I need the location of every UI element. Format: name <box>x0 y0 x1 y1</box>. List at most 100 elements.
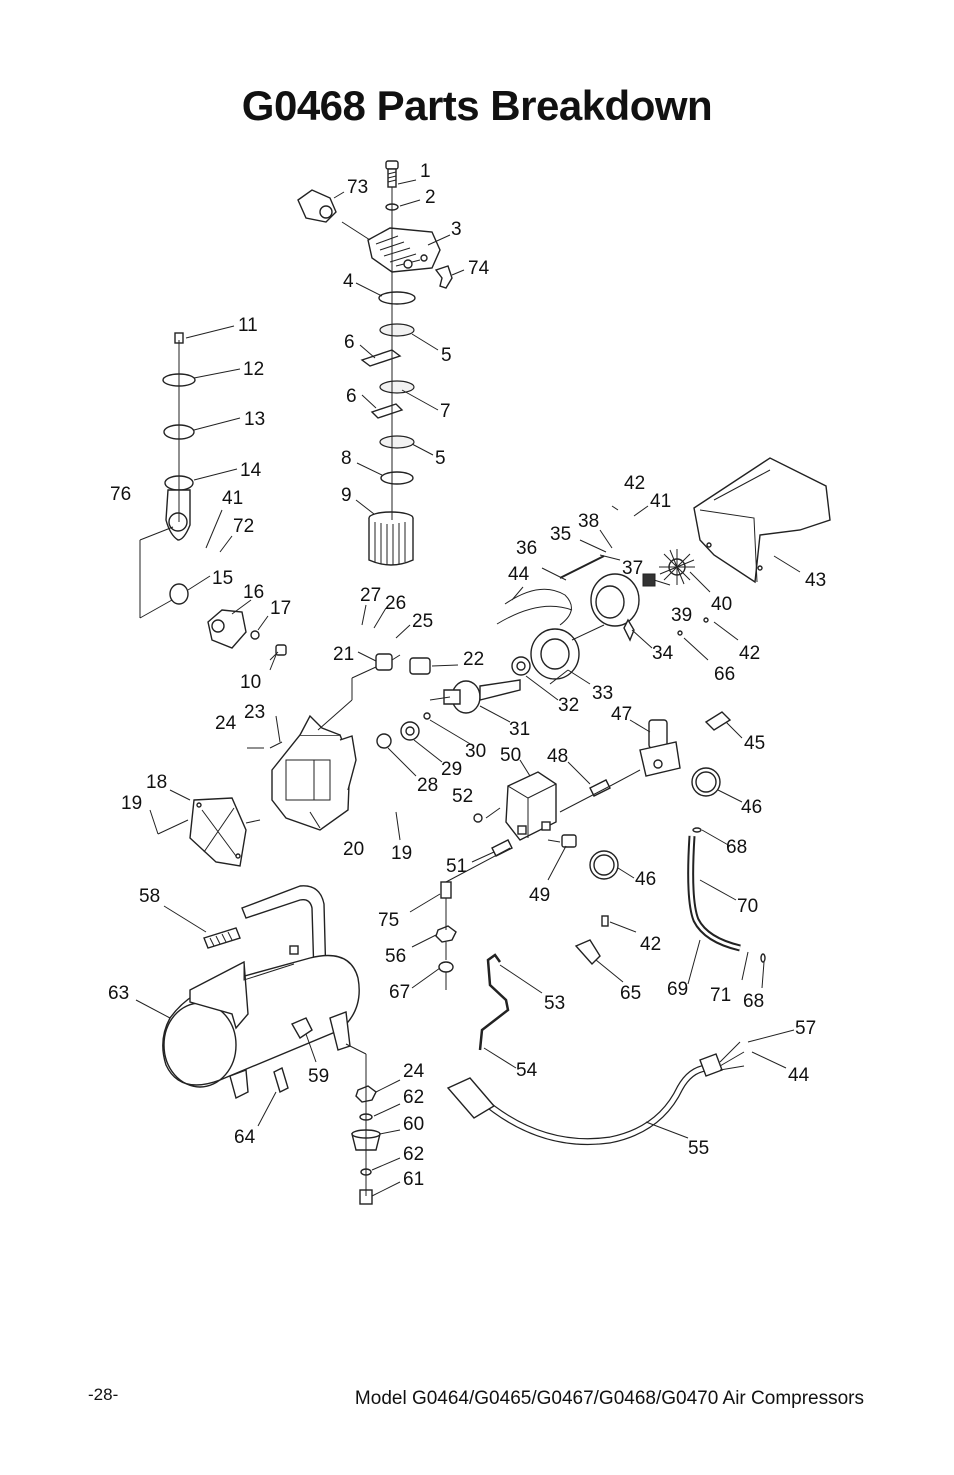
crankcase-cover <box>189 797 247 867</box>
label-part-54: 54 <box>516 1060 538 1081</box>
label-part-14: 14 <box>240 460 262 481</box>
label-part-72: 72 <box>233 516 254 537</box>
washer-66 <box>677 630 683 636</box>
label-part-43: 43 <box>805 570 826 591</box>
label-part-75: 75 <box>378 910 399 931</box>
label-part-69: 69 <box>667 979 688 1000</box>
label-part-45: 45 <box>744 733 765 754</box>
label-part-41b: 41 <box>650 491 671 512</box>
label-part-5a: 5 <box>441 345 452 366</box>
air-tank <box>162 945 360 1100</box>
label-part-48: 48 <box>547 746 568 767</box>
label-part-64: 64 <box>234 1127 256 1148</box>
shaft-clip <box>423 712 431 720</box>
label-part-42c: 42 <box>640 934 661 955</box>
hose-70 <box>687 835 741 952</box>
reed-valve-upper <box>360 349 402 367</box>
label-part-29: 29 <box>441 759 462 780</box>
counterweight <box>207 609 247 649</box>
label-part-51: 51 <box>446 856 467 877</box>
oring-68a <box>692 827 702 833</box>
label-part-1: 1 <box>420 161 431 182</box>
label-part-50: 50 <box>500 745 521 766</box>
label-part-19a: 19 <box>121 793 142 814</box>
belt-guard <box>693 457 831 584</box>
label-part-57: 57 <box>795 1018 816 1039</box>
label-part-36: 36 <box>516 538 537 559</box>
label-part-10: 10 <box>240 672 261 693</box>
switch-39 <box>642 573 656 587</box>
label-part-21: 21 <box>333 644 354 665</box>
head-bolt <box>385 160 399 188</box>
label-part-19b: 19 <box>391 843 412 864</box>
label-part-9: 9 <box>341 485 352 506</box>
label-part-62a: 62 <box>403 1087 424 1108</box>
crankcase <box>271 714 357 831</box>
label-part-68b: 68 <box>743 991 764 1012</box>
sleeve <box>409 657 431 675</box>
label-part-31: 31 <box>509 719 530 740</box>
valve-plate-lower <box>379 435 415 449</box>
label-part-6a: 6 <box>344 332 355 353</box>
label-part-61: 61 <box>403 1169 424 1190</box>
label-part-62b: 62 <box>403 1144 424 1165</box>
head-gasket <box>378 291 416 305</box>
label-part-4: 4 <box>343 271 354 292</box>
pin <box>375 653 393 671</box>
connecting-rod <box>165 489 191 541</box>
washer-67 <box>438 961 454 973</box>
label-part-67: 67 <box>389 982 410 1003</box>
reed-valve-lower <box>370 403 404 419</box>
cap-screw-10 <box>269 644 287 661</box>
label-part-3: 3 <box>451 219 462 240</box>
capacitor-wire <box>496 588 573 626</box>
drain-valve-64 <box>273 1067 289 1093</box>
label-part-24b: 24 <box>403 1061 425 1082</box>
rod-bearing <box>169 583 189 605</box>
label-part-46b: 46 <box>635 869 656 890</box>
cylinder-gasket <box>380 471 414 485</box>
bearing-32 <box>511 656 531 676</box>
tube-53 <box>478 953 510 1051</box>
label-part-47: 47 <box>611 704 632 725</box>
label-part-68a: 68 <box>726 837 747 858</box>
cylinder <box>368 511 414 566</box>
label-part-12: 12 <box>243 359 264 380</box>
gauge-46b <box>589 850 619 880</box>
label-part-41a: 41 <box>222 488 243 509</box>
fitting-49 <box>561 834 577 848</box>
label-part-17: 17 <box>270 598 291 619</box>
stator <box>530 628 580 680</box>
label-part-25: 25 <box>412 611 433 632</box>
label-part-44a: 44 <box>508 564 530 585</box>
motor-endcap <box>590 573 640 642</box>
label-part-7: 7 <box>440 401 451 422</box>
label-part-15: 15 <box>212 568 233 589</box>
label-part-11: 11 <box>238 315 258 336</box>
label-part-32: 32 <box>558 695 579 716</box>
label-part-26: 26 <box>385 593 406 614</box>
screw-42c <box>601 915 609 927</box>
label-part-33: 33 <box>592 683 613 704</box>
label-part-58: 58 <box>139 886 160 907</box>
label-part-56: 56 <box>385 946 406 967</box>
label-part-2: 2 <box>425 187 436 208</box>
label-part-39: 39 <box>671 605 692 626</box>
label-part-30: 30 <box>465 741 486 762</box>
label-part-18: 18 <box>146 772 167 793</box>
label-part-23: 23 <box>244 702 265 723</box>
rod-36 <box>559 555 605 579</box>
safety-valve <box>704 711 732 731</box>
nut-56 <box>435 925 457 943</box>
label-part-42b: 42 <box>739 643 760 664</box>
page-title: G0468 Parts Breakdown <box>241 82 713 129</box>
label-part-55: 55 <box>688 1138 709 1159</box>
label-part-40: 40 <box>711 594 732 615</box>
page-number: -28- <box>88 1385 119 1404</box>
label-part-46a: 46 <box>741 797 762 818</box>
leader-lines <box>135 179 801 1197</box>
label-part-28: 28 <box>417 775 438 796</box>
screw-42b <box>703 617 709 623</box>
crankshaft <box>443 679 521 714</box>
